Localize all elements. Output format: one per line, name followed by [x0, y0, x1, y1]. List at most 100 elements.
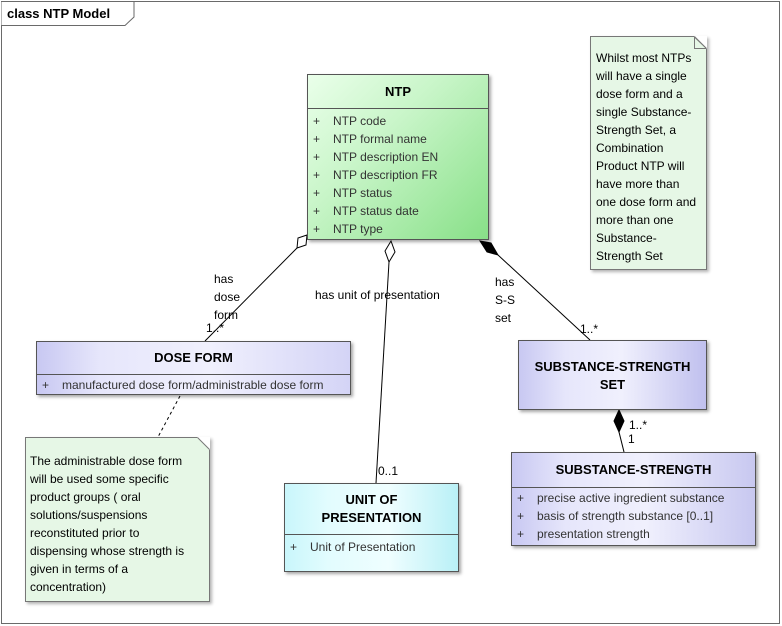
visibility-public: + — [517, 527, 525, 541]
note-line: dose form and a — [596, 87, 683, 101]
attribute-ntp-formal-name: NTP formal name — [333, 132, 427, 146]
note-line: Substance- — [596, 231, 657, 245]
class-unit-of-presentation[interactable]: UNIT OF PRESENTATION + Unit of Presentati… — [284, 483, 459, 572]
note-line: solutions/suspensions — [30, 508, 148, 522]
visibility-public: + — [42, 378, 50, 392]
class-name-line: PRESENTATION — [321, 510, 422, 525]
class-substance-strength-set[interactable]: SUBSTANCE-STRENGTH SET — [518, 340, 707, 410]
class-substance-strength[interactable]: SUBSTANCE-STRENGTH + precise active ingre… — [511, 452, 756, 546]
visibility-public: + — [517, 509, 525, 523]
note-line: The administrable dose form — [30, 454, 183, 468]
diagram-title: class NTP Model — [7, 6, 111, 21]
note-dose-form-text: The administrable dose form will be used… — [30, 452, 208, 596]
note-line: dispensing whose strength is — [30, 544, 185, 558]
visibility-public: + — [313, 222, 321, 236]
attribute-unit-of-presentation: Unit of Presentation — [310, 540, 416, 554]
composition-diamond-ss — [613, 408, 625, 434]
note-line: reconstituted prior to — [30, 526, 140, 540]
visibility-public: + — [313, 186, 321, 200]
assoc-ss-set-line — [497, 254, 591, 341]
note-line: Whilst most NTPs — [596, 51, 692, 65]
note-anchor-dose-form — [157, 395, 181, 438]
note-line: given in terms of a — [30, 562, 129, 576]
note-line: one dose form and — [596, 195, 697, 209]
visibility-public: + — [313, 132, 321, 146]
class-dose-form[interactable]: DOSE FORM + manufactured dose form/admini… — [36, 341, 351, 395]
class-substance-strength-name: SUBSTANCE-STRENGTH — [512, 453, 755, 488]
multiplicity-ss-target: 1..* — [629, 418, 648, 432]
assoc-label-line: has — [214, 272, 234, 286]
attribute-row: + Unit of Presentation — [285, 538, 458, 556]
attribute-ntp-description-en: NTP description EN — [333, 150, 439, 164]
attribute-row: + basis of strength substance [0..1] — [512, 507, 755, 525]
attribute-row: + manufactured dose form/administrable do… — [37, 376, 350, 394]
multiplicity-ss-source: 1 — [628, 432, 635, 446]
attribute-row: + NTP status — [308, 184, 488, 202]
note-line: Combination — [596, 141, 664, 155]
attribute-row: + NTP description FR — [308, 166, 488, 184]
attribute-row: + NTP status date — [308, 202, 488, 220]
visibility-public: + — [517, 491, 525, 505]
class-name-line: UNIT OF — [345, 492, 398, 507]
assoc-label-has-dose-form: has dose form — [214, 270, 240, 324]
class-substance-strength-set-name: SUBSTANCE-STRENGTH SET — [519, 341, 706, 410]
class-name-line: SUBSTANCE-STRENGTH — [534, 358, 691, 374]
note-line: more than one — [596, 213, 674, 227]
note-line: Strength Set, a — [596, 123, 677, 137]
composition-diamond-ss-set — [478, 240, 500, 256]
attribute-presentation-strength: presentation strength — [537, 527, 650, 541]
attribute-row: + NTP formal name — [308, 130, 488, 148]
attribute-row: + precise active ingredient substance — [512, 489, 755, 507]
note-line: Strength Set — [596, 249, 663, 263]
aggregation-diamond-unit — [384, 239, 396, 264]
note-administrable-dose-form[interactable]: The administrable dose form will be used… — [25, 437, 210, 602]
visibility-public: + — [290, 540, 298, 554]
assoc-unit-line — [375, 261, 390, 484]
visibility-public: + — [313, 204, 321, 218]
class-dose-form-name: DOSE FORM — [37, 342, 350, 375]
assoc-label-line: has — [495, 275, 515, 289]
assoc-label-has-ss-set: has S-S set — [495, 273, 515, 327]
assoc-ss-line — [618, 431, 625, 453]
attribute-basis-of-strength: basis of strength substance [0..1] — [537, 509, 714, 523]
visibility-public: + — [313, 114, 321, 128]
multiplicity-ss-set: 1..* — [580, 322, 599, 336]
class-dose-form-attributes: + manufactured dose form/administrable do… — [37, 375, 350, 394]
assoc-dose-form-line — [204, 247, 298, 342]
attribute-ntp-description-fr: NTP description FR — [333, 168, 438, 182]
assoc-label-line: form — [214, 308, 238, 322]
attribute-ntp-status: NTP status — [333, 186, 393, 200]
multiplicity-dose-form: 1..* — [206, 321, 225, 335]
visibility-public: + — [313, 150, 321, 164]
note-line: have more than — [596, 177, 680, 191]
attribute-row: + NTP type — [308, 220, 488, 238]
assoc-label-line: S-S — [495, 293, 516, 307]
class-ntp[interactable]: NTP +NTP code +NTP formal name +NTP desc… — [307, 74, 489, 240]
class-name-line: SET — [599, 376, 626, 392]
attribute-ntp-type: NTP type — [333, 222, 383, 236]
visibility-public: + — [313, 168, 321, 182]
note-line: will have a single — [596, 69, 687, 83]
attribute-manufactured-dose-form: manufactured dose form/administrable dos… — [62, 378, 324, 392]
assoc-label-unit-of-presentation: has unit of presentation — [315, 288, 440, 302]
class-ntp-name: NTP — [308, 75, 488, 109]
note-combination-text: Whilst most NTPs will have a single dose… — [596, 49, 708, 265]
note-line: Product NTP will — [596, 159, 685, 173]
multiplicity-unit-of-presentation: 0..1 — [378, 464, 399, 478]
attribute-precise-active-ingredient: precise active ingredient substance — [537, 491, 725, 505]
note-line: concentration) — [30, 580, 107, 594]
note-line: single Substance- — [596, 105, 692, 119]
aggregation-diamond-dose-form — [296, 234, 308, 249]
attribute-row: + presentation strength — [512, 525, 755, 543]
note-fold-corner — [694, 36, 707, 49]
class-unit-of-presentation-attributes: + Unit of Presentation — [285, 535, 458, 556]
note-line: will be used some specific — [30, 472, 169, 486]
note-fold-corner — [197, 437, 210, 450]
attribute-ntp-status-date: NTP status date — [333, 204, 419, 218]
note-combination-product[interactable]: Whilst most NTPs will have a single dose… — [590, 36, 707, 270]
assoc-label-line: set — [495, 311, 512, 325]
assoc-label-line: dose — [214, 290, 241, 304]
note-line: product groups ( oral — [30, 490, 141, 504]
